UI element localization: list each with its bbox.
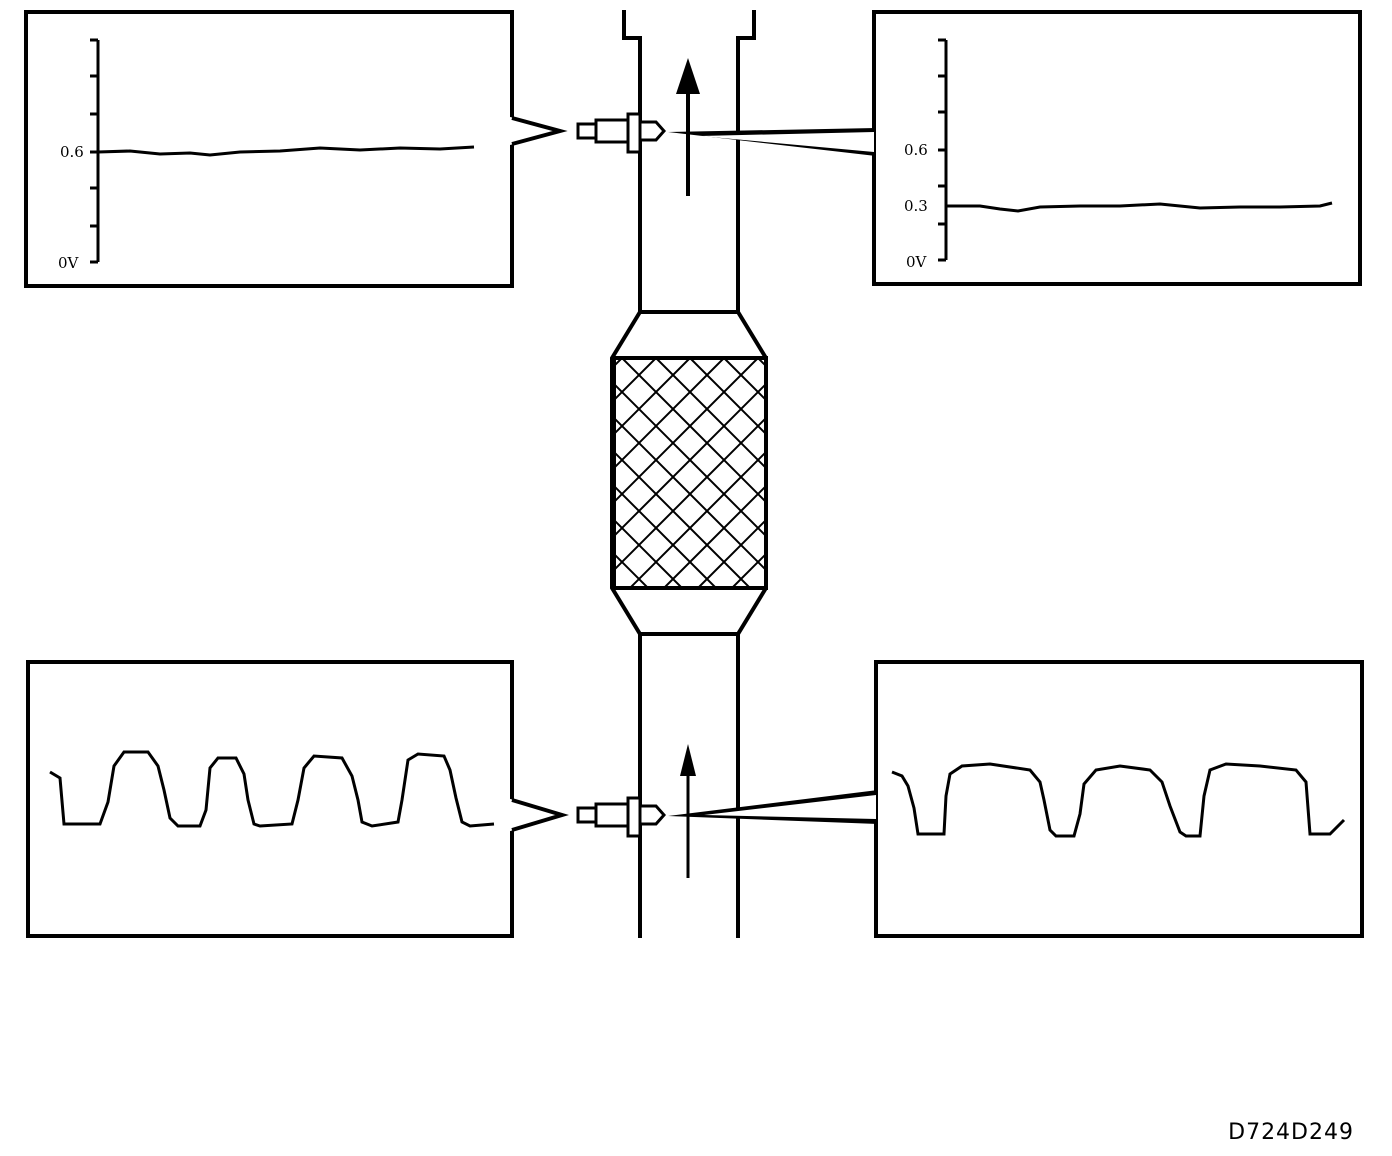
signal-trace-bottom-right xyxy=(891,762,1346,838)
mesh-line xyxy=(689,358,766,436)
signal-trace-top-left xyxy=(97,145,475,157)
signal-trace-bottom-left xyxy=(49,750,495,828)
flow-arrow-lower xyxy=(680,744,696,878)
mesh-line xyxy=(154,358,384,588)
mesh-line xyxy=(792,358,1022,588)
mesh-line xyxy=(614,484,717,588)
panel-bottom-right xyxy=(874,660,1364,938)
mesh-line xyxy=(614,416,766,572)
mesh-line xyxy=(826,358,1056,588)
tick-label-0v: 0V xyxy=(58,254,80,272)
mesh-line xyxy=(614,450,751,588)
mesh-line xyxy=(614,358,657,402)
signal-trace-top-right xyxy=(946,201,1333,213)
mesh-line xyxy=(256,358,486,588)
graph-top-right: 0.6 0.3 0V xyxy=(904,38,1333,271)
mesh-line xyxy=(996,358,1226,588)
mesh-line xyxy=(290,358,520,588)
mesh-line xyxy=(962,358,1192,588)
mesh-line xyxy=(723,358,766,402)
mesh-line xyxy=(614,382,766,538)
mesh-line xyxy=(222,358,452,588)
mesh-line xyxy=(629,450,766,588)
mesh-line xyxy=(655,358,766,470)
mesh-line xyxy=(697,518,766,588)
flow-arrow-upper xyxy=(676,58,700,196)
mesh-line xyxy=(614,586,615,588)
downstream-oxygen-sensor xyxy=(576,112,667,154)
panel-top-right xyxy=(872,10,1362,286)
tick-label-0v: 0V xyxy=(906,253,928,271)
mesh-line xyxy=(614,358,725,470)
mesh-line xyxy=(860,358,1090,588)
tick-label-0-6: 0.6 xyxy=(60,143,84,161)
mesh-line xyxy=(894,358,1124,588)
panel-bottom-left xyxy=(26,660,514,938)
mesh-line xyxy=(614,382,766,538)
graph-top-left: 0.6 0V xyxy=(58,38,475,272)
mesh-line xyxy=(358,358,588,588)
tick-label-0-3: 0.3 xyxy=(904,197,928,215)
pipe-left-wall-upper xyxy=(622,10,642,312)
callout-bottom-right xyxy=(668,790,878,824)
mesh-line xyxy=(614,358,759,504)
mesh-line xyxy=(765,586,766,588)
mesh-line xyxy=(928,358,1158,588)
callout-bottom-left xyxy=(509,798,569,832)
mesh-line xyxy=(188,358,418,588)
mesh-line xyxy=(614,358,623,368)
figure-id-label: D724D249 xyxy=(1228,1120,1354,1145)
mesh-line xyxy=(614,358,691,436)
callout-top-right xyxy=(668,128,876,156)
mesh-line xyxy=(324,358,554,588)
catalyst-substrate xyxy=(154,356,1226,590)
upstream-oxygen-sensor xyxy=(576,796,667,838)
exhaust-pipe xyxy=(610,10,768,938)
tick-label-0-6: 0.6 xyxy=(904,141,928,159)
pipe-right-wall-upper xyxy=(736,10,756,312)
mesh-line xyxy=(663,484,766,588)
mesh-line xyxy=(757,358,766,368)
mesh-line xyxy=(621,358,766,504)
mesh-line xyxy=(614,416,766,572)
callout-top-left xyxy=(509,116,568,146)
mesh-line xyxy=(614,518,683,588)
